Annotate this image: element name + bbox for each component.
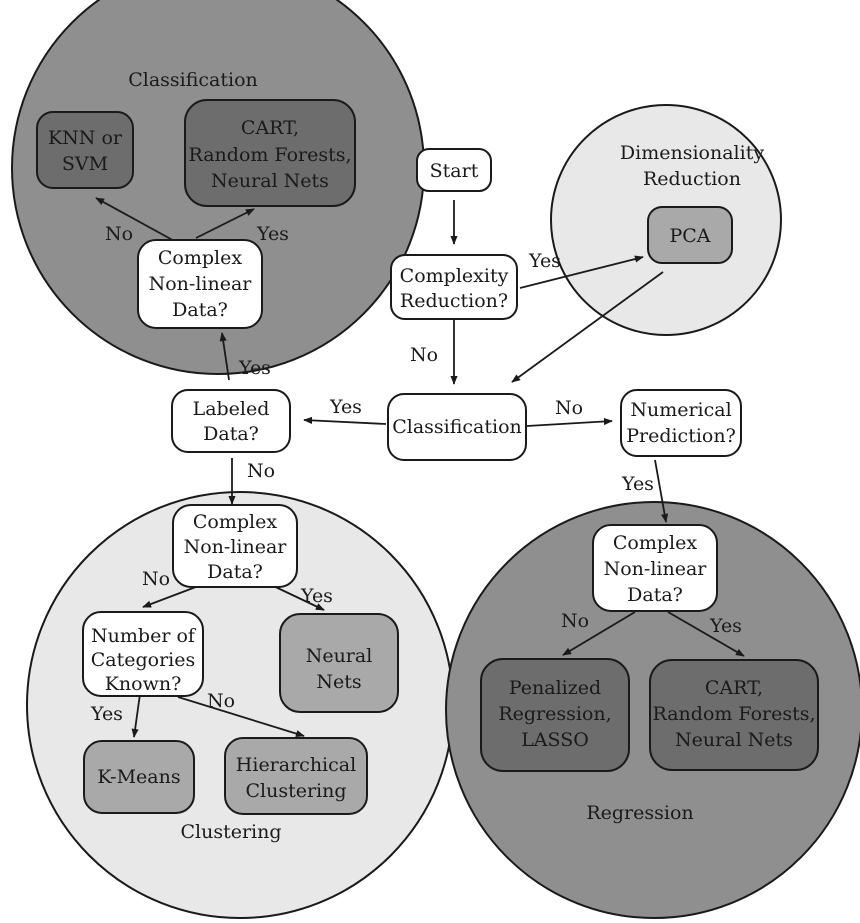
- pca-node: PCA: [647, 206, 733, 264]
- svg-text:Reduction?: Reduction?: [400, 290, 508, 312]
- svg-text:Complex: Complex: [193, 511, 277, 533]
- arrow-reg-complex-yes: [667, 611, 745, 657]
- svg-text:Regression,: Regression,: [498, 703, 611, 725]
- svg-text:Labeled: Labeled: [193, 398, 270, 420]
- svg-text:Known?: Known?: [105, 673, 182, 695]
- edge-label-categories-no: No: [207, 690, 235, 712]
- edge-label-class-complex-yes: Yes: [256, 223, 289, 245]
- arrow-classification-yes: [303, 416, 387, 425]
- edge-label-clust-complex-no: No: [142, 568, 170, 590]
- complexity-reduction-node: Complexity Reduction?: [390, 254, 518, 320]
- svg-text:Hierarchical: Hierarchical: [236, 754, 356, 776]
- classification-cart-node: CART, Random Forests, Neural Nets: [184, 99, 356, 207]
- classification-complex-data-node: Complex Non-linear Data?: [137, 239, 263, 329]
- classification-region-title: Classification: [128, 69, 258, 91]
- dimensionality-reduction-title-line2: Reduction: [643, 168, 741, 190]
- edge-label-categories-yes: Yes: [90, 703, 123, 725]
- hierarchical-clustering-node: Hierarchical Clustering: [224, 737, 368, 815]
- svg-text:Random Forests,: Random Forests,: [652, 703, 815, 725]
- arrow-labeled-yes: [219, 332, 230, 381]
- svg-text:Random Forests,: Random Forests,: [188, 144, 351, 166]
- svg-text:Clustering: Clustering: [245, 780, 346, 802]
- edge-label-complexity-no: No: [410, 344, 438, 366]
- arrow-numerical-yes: [654, 459, 669, 523]
- edge-label-reg-complex-no: No: [561, 610, 589, 632]
- svg-text:K-Means: K-Means: [97, 766, 180, 788]
- regression-cart-node: CART, Random Forests, Neural Nets: [649, 659, 819, 771]
- edge-label-labeled-yes: Yes: [238, 357, 271, 379]
- svg-text:Classification: Classification: [392, 416, 522, 438]
- svg-text:Prediction?: Prediction?: [626, 425, 736, 447]
- svg-text:Complexity: Complexity: [400, 265, 509, 287]
- svg-text:Non-linear: Non-linear: [149, 273, 253, 295]
- edge-label-clust-complex-yes: Yes: [300, 585, 333, 607]
- svg-text:Penalized: Penalized: [509, 677, 601, 699]
- dimensionality-reduction-title-line1: Dimensionality: [620, 142, 764, 164]
- edge-label-classification-yes: Yes: [329, 396, 362, 418]
- edge-label-reg-complex-yes: Yes: [709, 615, 742, 637]
- svg-text:Number of: Number of: [91, 625, 197, 647]
- edge-label-labeled-no: No: [247, 460, 275, 482]
- svg-text:Categories: Categories: [91, 649, 196, 671]
- classification-decision-node: Classification: [387, 393, 527, 461]
- labeled-data-node: Labeled Data?: [171, 389, 291, 453]
- svg-text:Data?: Data?: [207, 561, 263, 583]
- clustering-region-title: Clustering: [180, 821, 281, 843]
- svg-text:SVM: SVM: [62, 153, 108, 175]
- numerical-prediction-node: Numerical Prediction?: [620, 389, 742, 457]
- kmeans-node: K-Means: [83, 740, 195, 814]
- arrow-complexity-yes: [519, 255, 644, 289]
- arrow-class-complex-no: [95, 197, 179, 244]
- regression-complex-data-node: Complex Non-linear Data?: [592, 524, 718, 612]
- clustering-complex-data-node: Complex Non-linear Data?: [172, 504, 298, 588]
- svg-text:CART,: CART,: [705, 677, 763, 699]
- svg-text:LASSO: LASSO: [521, 729, 589, 751]
- regression-region-title: Regression: [586, 802, 693, 824]
- arrow-categories-no: [177, 696, 305, 738]
- edge-label-complexity-yes: Yes: [528, 250, 561, 272]
- penalized-regression-node: Penalized Regression, LASSO: [480, 658, 630, 772]
- svg-text:Complex: Complex: [613, 532, 697, 554]
- arrow-reg-complex-no: [562, 611, 636, 656]
- svg-text:Data?: Data?: [203, 423, 259, 445]
- svg-text:KNN or: KNN or: [48, 127, 123, 149]
- number-of-categories-node: Number of Categories Known?: [82, 611, 204, 697]
- svg-text:Neural: Neural: [306, 645, 373, 667]
- knn-svm-node: KNN or SVM: [36, 111, 134, 189]
- arrow-categories-yes: [131, 693, 141, 738]
- arrow-pca-to-classification: [511, 271, 664, 383]
- svg-text:Non-linear: Non-linear: [604, 558, 708, 580]
- arrow-classification-no: [526, 417, 613, 427]
- start-node: Start: [416, 148, 492, 192]
- edge-label-class-complex-no: No: [105, 223, 133, 245]
- svg-text:Non-linear: Non-linear: [184, 536, 288, 558]
- svg-text:Nets: Nets: [316, 671, 361, 693]
- svg-text:CART,: CART,: [241, 117, 299, 139]
- start-node-label: Start: [430, 160, 479, 182]
- edge-label-numerical-yes: Yes: [621, 473, 654, 495]
- svg-text:Data?: Data?: [172, 299, 228, 321]
- neural-nets-node: Neural Nets: [279, 613, 399, 713]
- edge-label-classification-no: No: [555, 397, 583, 419]
- svg-text:Complex: Complex: [158, 247, 242, 269]
- svg-text:Data?: Data?: [627, 584, 683, 606]
- svg-text:Neural Nets: Neural Nets: [675, 729, 793, 751]
- svg-text:PCA: PCA: [669, 225, 710, 247]
- arrow-class-complex-yes: [195, 208, 255, 239]
- svg-text:Neural Nets: Neural Nets: [211, 170, 329, 192]
- svg-text:Numerical: Numerical: [630, 399, 731, 421]
